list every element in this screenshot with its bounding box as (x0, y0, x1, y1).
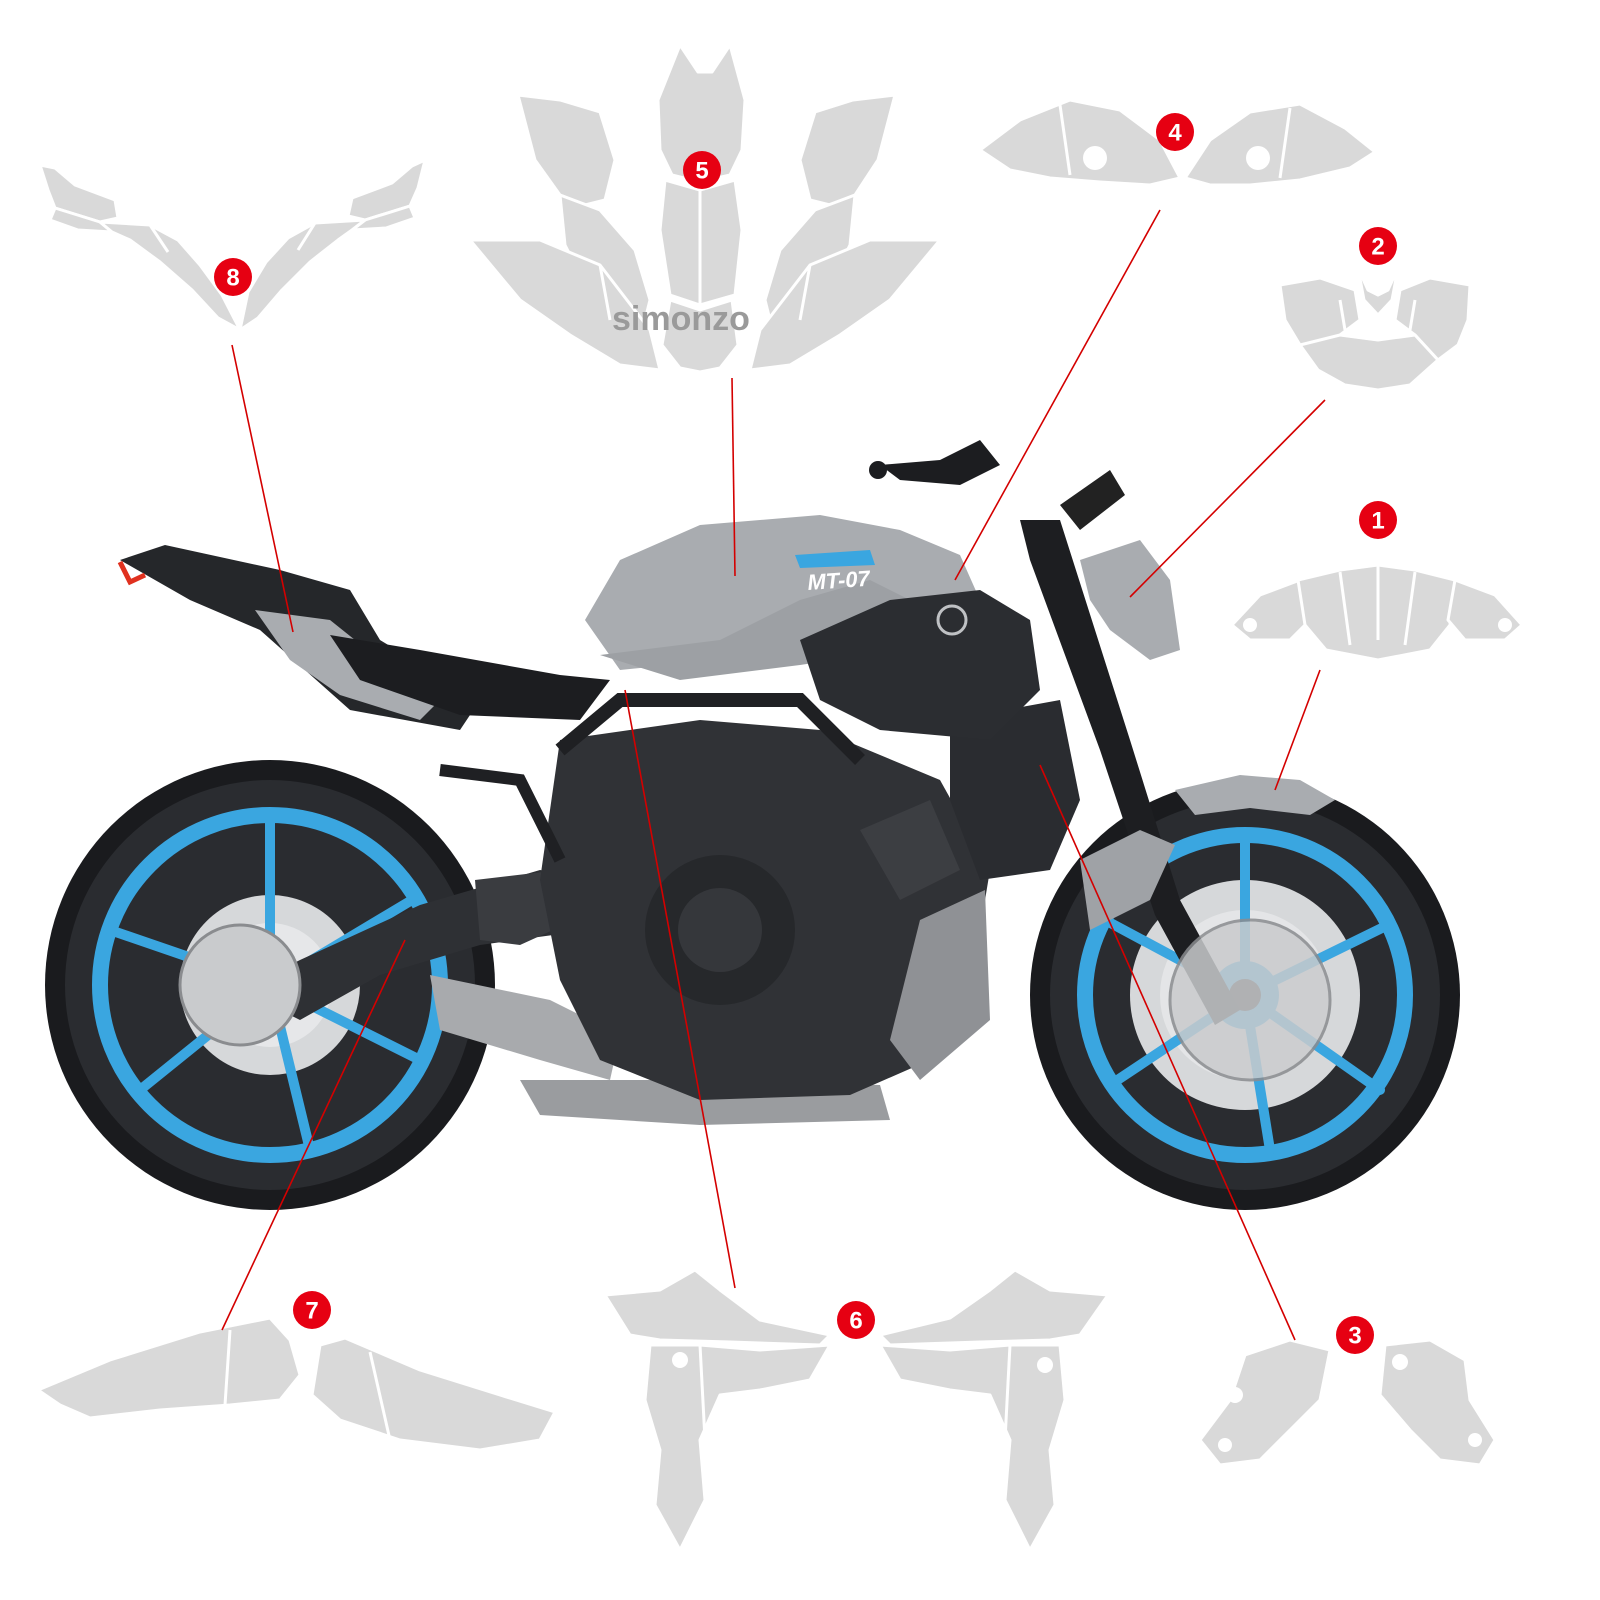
leader-line-3 (1039, 764, 1296, 1341)
callout-2-label: 2 (1371, 234, 1384, 261)
callout-7: 7 (293, 1291, 331, 1329)
template-group-2-headlight (1278, 266, 1472, 392)
callout-3: 3 (1336, 1316, 1374, 1354)
seat (330, 635, 610, 720)
template-group-6-frame (603, 1268, 1110, 1552)
watermark: simonzo (612, 300, 750, 338)
callout-3-label: 3 (1348, 1323, 1361, 1350)
front-fork (1020, 520, 1240, 1025)
callout-1-label: 1 (1371, 508, 1384, 535)
template-group-1-fender (1230, 563, 1524, 662)
leader-line-7 (221, 939, 406, 1331)
callout-5: 5 (683, 151, 721, 189)
leader-line-1 (1274, 669, 1321, 791)
leader-lines (221, 209, 1326, 1341)
leader-line-8 (231, 344, 294, 633)
callout-4: 4 (1156, 113, 1194, 151)
callout-7-label: 7 (305, 1298, 318, 1325)
motorcycle-illustration: MT-07 (45, 440, 1460, 1210)
exhaust (430, 975, 620, 1080)
brand-emblem (936, 604, 968, 636)
callout-8-label: 8 (226, 265, 239, 292)
template-group-5-tank (468, 43, 942, 374)
template-group-7-swingarm (36, 1316, 557, 1452)
leader-line-6 (624, 689, 736, 1289)
template-group-3-shrouds (1198, 1338, 1497, 1467)
callout-1: 1 (1359, 501, 1397, 539)
callout-2: 2 (1359, 227, 1397, 265)
callout-6: 6 (837, 1301, 875, 1339)
template-group-8-tail (38, 158, 427, 332)
template-group-4-scoops (978, 98, 1377, 187)
callout-4-label: 4 (1168, 120, 1182, 147)
leader-line-4 (954, 209, 1161, 581)
leader-line-5 (731, 377, 736, 577)
callout-8: 8 (214, 258, 252, 296)
tank-logo: MT-07 (807, 566, 873, 595)
leader-line-2 (1129, 399, 1326, 598)
headlight-cowl (1080, 540, 1180, 660)
callout-5-label: 5 (695, 158, 708, 185)
callout-6-label: 6 (849, 1308, 862, 1335)
front-fender (1175, 775, 1335, 815)
